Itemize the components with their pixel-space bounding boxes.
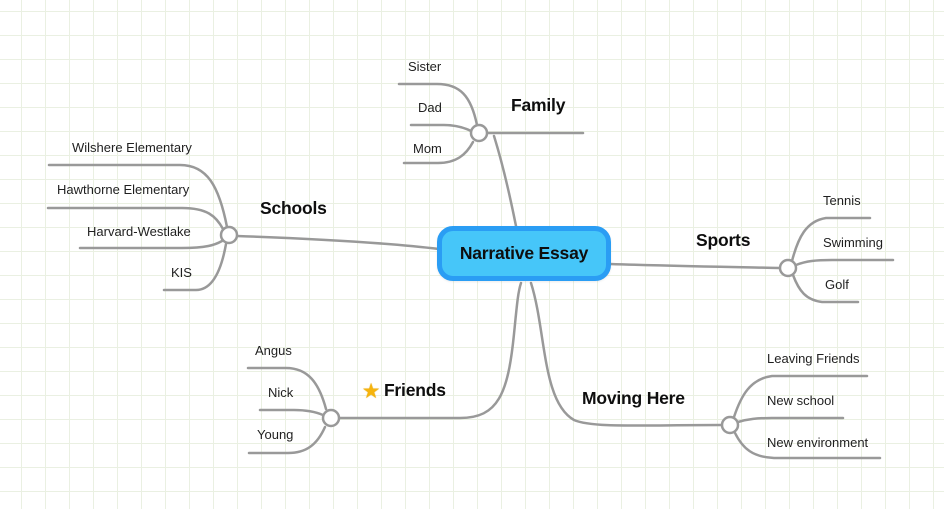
node-label-kis[interactable]: KIS: [171, 265, 192, 280]
node-label-harvard-westlake[interactable]: Harvard-Westlake: [87, 224, 191, 239]
line-friends-nick: [258, 408, 325, 417]
line-schools-wilshere: [47, 163, 229, 229]
line-schools-harvard: [78, 239, 224, 250]
star-icon: ★: [363, 381, 379, 401]
branch-joints: [219, 123, 798, 435]
branch-label-friends-text: Friends: [383, 380, 446, 400]
line-schools-kis: [162, 242, 228, 292]
joint-friends[interactable]: [321, 408, 341, 428]
node-label-new-environment[interactable]: New environment: [767, 435, 869, 450]
line-family-sister: [397, 82, 479, 127]
node-label-angus[interactable]: Angus: [255, 343, 292, 358]
line-family-dad: [409, 123, 473, 133]
node-label-sister[interactable]: Sister: [408, 59, 442, 74]
line-sports-main: [608, 262, 782, 270]
branch-label-moving-here[interactable]: Moving Here: [582, 388, 685, 408]
line-moving-new-environment: [733, 431, 882, 460]
node-label-leaving-friends[interactable]: Leaving Friends: [767, 351, 860, 366]
line-friends-main: [337, 281, 523, 420]
node-label-dad[interactable]: Dad: [418, 100, 442, 115]
line-sports-golf: [791, 273, 860, 304]
line-friends-angus: [246, 366, 328, 411]
branch-label-friends[interactable]: ★Friends: [363, 380, 446, 402]
node-label-swimming[interactable]: Swimming: [823, 235, 883, 250]
branch-label-sports[interactable]: Sports: [696, 230, 751, 250]
line-moving-new-school: [736, 416, 845, 424]
joint-schools[interactable]: [219, 225, 239, 245]
line-moving-main: [529, 281, 724, 427]
line-sports-swimming: [794, 258, 895, 267]
joint-sports[interactable]: [778, 258, 798, 278]
branch-label-schools[interactable]: Schools: [260, 198, 327, 218]
line-sports-tennis: [790, 216, 872, 263]
node-label-hawthorne-elementary[interactable]: Hawthorne Elementary: [57, 182, 190, 197]
node-label-nick[interactable]: Nick: [268, 385, 294, 400]
central-node[interactable]: Narrative Essay: [437, 226, 611, 281]
line-schools-main: [235, 234, 441, 251]
node-label-mom[interactable]: Mom: [413, 141, 442, 156]
joint-moving[interactable]: [720, 415, 740, 435]
joint-family[interactable]: [469, 123, 489, 143]
node-label-young[interactable]: Young: [257, 427, 294, 442]
line-friends-young: [247, 425, 327, 455]
node-label-wilshere-elementary[interactable]: Wilshere Elementary: [72, 140, 192, 155]
node-label-golf[interactable]: Golf: [825, 277, 849, 292]
branch-label-family[interactable]: Family: [511, 95, 566, 115]
central-node-label: Narrative Essay: [459, 243, 589, 263]
branch-lines: [46, 82, 895, 460]
line-schools-hawthorne: [46, 206, 225, 231]
line-family-to-center: [492, 134, 518, 228]
line-moving-leaving-friends: [732, 374, 869, 419]
line-family-mom: [402, 140, 475, 165]
node-label-tennis[interactable]: Tennis: [823, 193, 861, 208]
node-label-new-school[interactable]: New school: [767, 393, 835, 408]
